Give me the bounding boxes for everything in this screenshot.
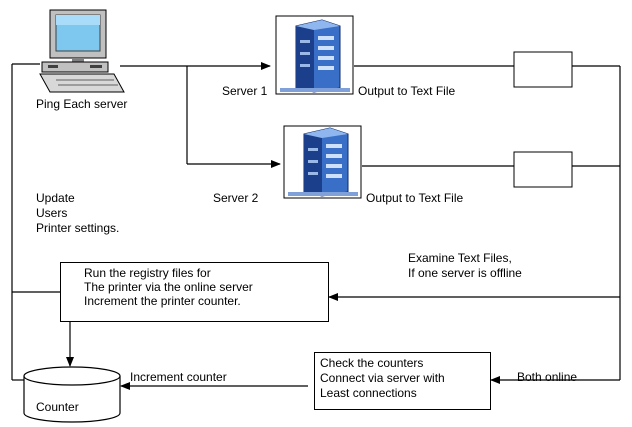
- server-1-output-label: Output to Text File: [358, 84, 456, 98]
- server-1-icon: [275, 15, 354, 95]
- server-2-output-label: Output to Text File: [366, 191, 464, 205]
- check-line-1: Check the counters: [320, 356, 424, 370]
- update-note-line-1: Update: [36, 191, 75, 205]
- text-file-2-box: [513, 151, 573, 188]
- check-line-3: Least connections: [320, 386, 417, 400]
- server-2-icon: [283, 125, 362, 199]
- registry-line-2: The printer via the online server: [84, 280, 253, 294]
- server-1-label: Server 1: [222, 84, 268, 98]
- update-note-line-3: Printer settings.: [36, 221, 120, 235]
- registry-box: [60, 262, 329, 322]
- registry-line-1: Run the registry files for: [84, 266, 211, 280]
- check-counters-box: [314, 352, 491, 410]
- text-file-1-box: [513, 51, 573, 88]
- counter-label: Counter: [36, 400, 79, 414]
- server-2-label: Server 2: [213, 191, 259, 205]
- increment-counter-label: Increment counter: [130, 370, 227, 384]
- connector-lines: [11, 62, 621, 390]
- both-online-label: Both online: [517, 370, 578, 384]
- examine-note-line-2: If one server is offline: [408, 266, 522, 280]
- client-label: Ping Each server: [36, 97, 128, 111]
- registry-line-3: Increment the printer counter.: [84, 294, 241, 308]
- update-note-line-2: Users: [36, 206, 68, 220]
- counter-database-icon: [23, 366, 121, 423]
- computer-icon: [39, 9, 125, 93]
- examine-note-line-1: Examine Text Files,: [408, 251, 512, 265]
- check-line-2: Connect via server with: [320, 371, 445, 385]
